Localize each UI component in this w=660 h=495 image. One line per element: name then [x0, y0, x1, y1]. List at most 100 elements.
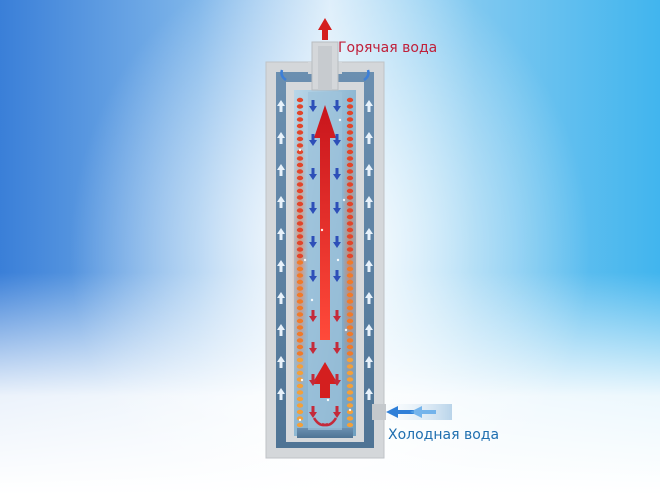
coil-turn — [296, 331, 304, 337]
coil-turn — [296, 273, 304, 278]
coil-turn — [296, 195, 304, 200]
flow-arrow — [365, 196, 373, 208]
coil-turn — [296, 422, 304, 428]
cold-in-arrows — [386, 406, 436, 418]
coil-turn — [346, 253, 354, 259]
coil-turn — [296, 104, 304, 109]
sparkle — [320, 228, 324, 232]
coil-turn — [296, 149, 304, 155]
coil-turn — [296, 240, 304, 246]
flow-arrow — [309, 310, 317, 322]
coil-turn — [346, 390, 354, 395]
coil-turn — [346, 182, 354, 187]
sparkle — [298, 418, 302, 422]
coil-turn — [296, 318, 304, 324]
flow-arrow — [277, 260, 285, 272]
coil-turn — [296, 286, 304, 291]
coil-turn — [346, 279, 354, 285]
coil-turn — [346, 162, 354, 168]
coil-turn — [296, 234, 304, 239]
coil-turn — [296, 416, 304, 421]
coil-turn — [346, 188, 354, 194]
coil-turn — [296, 162, 304, 168]
coil-turn — [346, 234, 354, 239]
coil-turn — [346, 299, 354, 304]
coil-turn — [346, 357, 354, 363]
coil-turn — [296, 136, 304, 142]
coil-turn — [346, 130, 354, 135]
coil-turn — [346, 104, 354, 109]
coil-turn — [296, 247, 304, 252]
flow-arrow — [365, 100, 373, 112]
coil-turn — [296, 344, 304, 350]
flow-arrow — [333, 374, 341, 386]
coil-turn — [296, 169, 304, 174]
flow-arrow — [333, 270, 341, 282]
coil-turn — [296, 396, 304, 402]
coil-turn — [346, 240, 354, 246]
flow-arrow — [277, 196, 285, 208]
coil-turn — [296, 351, 304, 356]
turn-arrow — [280, 69, 287, 82]
flow-arrow — [277, 388, 285, 400]
coil-turn — [296, 390, 304, 395]
sparkle — [338, 118, 342, 122]
coil-turn — [296, 299, 304, 304]
lower-upflow-arrow — [312, 362, 338, 398]
coil-turn — [346, 227, 354, 233]
coil-turn — [296, 143, 304, 148]
coil-turn — [296, 208, 304, 213]
coil-turn — [346, 156, 354, 161]
coil-turn — [296, 325, 304, 330]
flow-arrows — [277, 69, 373, 427]
sparkle — [298, 148, 302, 152]
flow-arrow — [333, 406, 341, 418]
flow-arrow — [309, 374, 317, 386]
coil-turn — [296, 403, 304, 408]
flow-arrow — [365, 356, 373, 368]
cold-water-label: Холодная вода — [388, 427, 500, 443]
coil-turn — [346, 247, 354, 252]
coil-turn — [346, 286, 354, 291]
flow-arrow — [277, 228, 285, 240]
coil-turn — [346, 117, 354, 122]
coil-turn — [346, 338, 354, 343]
coil-turn — [296, 97, 304, 103]
coil-turn — [346, 273, 354, 278]
coil-turn — [346, 292, 354, 298]
coil-turn — [296, 182, 304, 187]
coil-turn — [346, 136, 354, 142]
flow-arrow — [333, 236, 341, 248]
flow-arrow — [333, 100, 341, 112]
flow-arrow — [309, 202, 317, 214]
coil-turn — [346, 351, 354, 356]
coil-turn — [346, 266, 354, 272]
flow-arrow — [333, 202, 341, 214]
coil-turn — [296, 214, 304, 220]
flow-arrow — [365, 324, 373, 336]
flow-arrow — [309, 406, 317, 418]
coil-turn — [296, 292, 304, 298]
coil-turn — [346, 364, 354, 369]
flow-arrow — [333, 134, 341, 146]
coil-turn — [346, 403, 354, 408]
sparkle — [336, 258, 340, 262]
coil-turn — [296, 221, 304, 226]
flow-arrow — [277, 132, 285, 144]
coil-turn — [346, 409, 354, 415]
coil-turn — [346, 175, 354, 181]
coil-turn — [346, 214, 354, 220]
coil-turn — [346, 396, 354, 402]
coil-turn — [296, 409, 304, 415]
coil-turn — [296, 123, 304, 129]
flow-arrow — [365, 292, 373, 304]
coil-turn — [296, 253, 304, 259]
turn-arrow — [363, 69, 370, 82]
coil-turn — [346, 97, 354, 103]
sparkle — [300, 378, 304, 382]
coil-turn — [346, 221, 354, 226]
coil-turn — [346, 201, 354, 207]
flow-arrow — [309, 100, 317, 112]
sparkle — [303, 258, 307, 262]
flow-arrow — [309, 342, 317, 354]
